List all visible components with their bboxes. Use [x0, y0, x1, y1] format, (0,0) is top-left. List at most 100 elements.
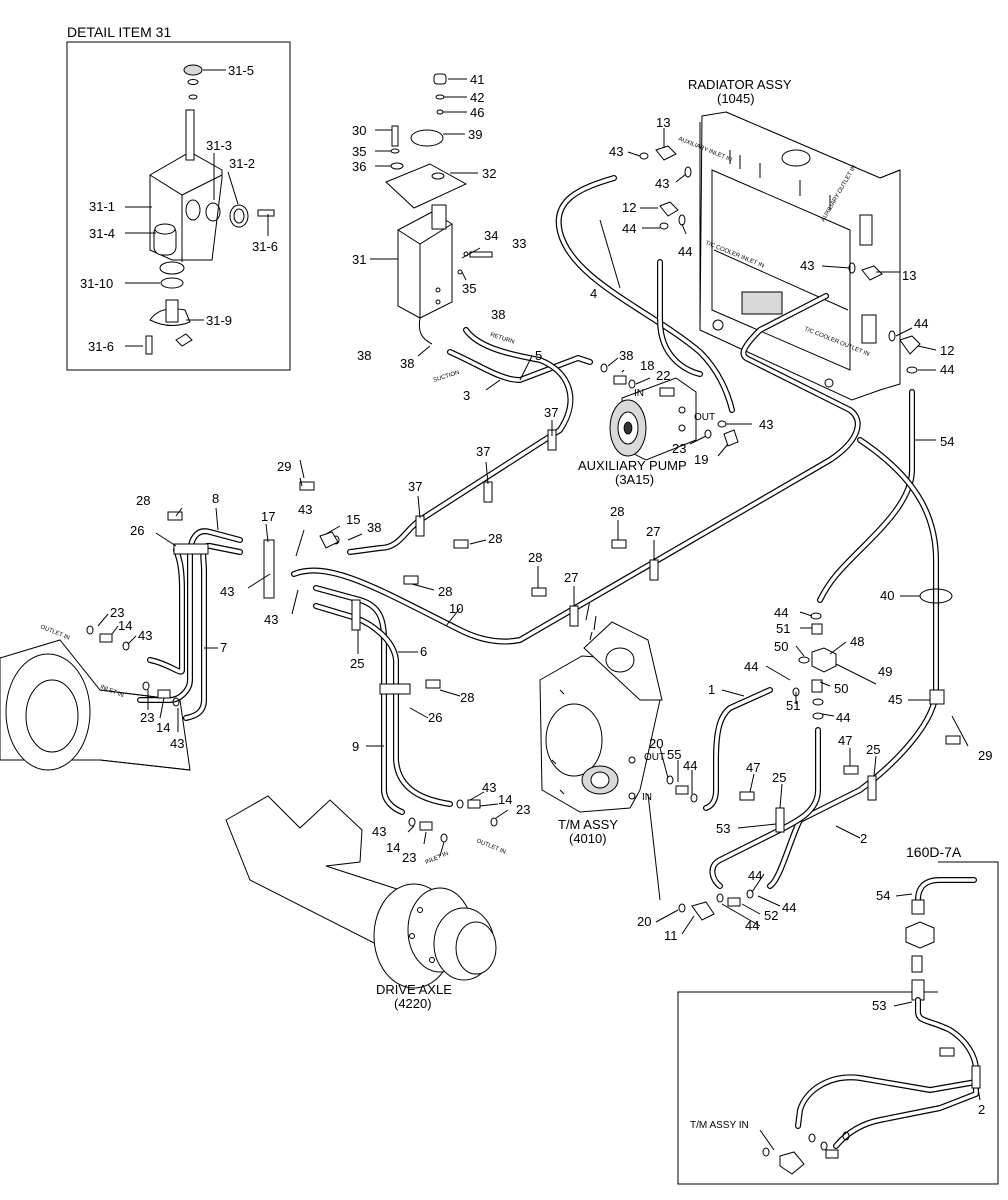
inset-callout-54: 54 [876, 888, 890, 903]
callout-19: 19 [694, 452, 708, 467]
callout-25-left: 25 [350, 656, 364, 671]
callout-40: 40 [880, 588, 894, 603]
callout-13-top: 13 [656, 115, 670, 130]
callout-14-left-low: 14 [156, 720, 170, 735]
callout-26-low: 26 [428, 710, 442, 725]
tm-out-label: OUT [644, 752, 665, 763]
callout-43-fitting: 43 [298, 502, 312, 517]
callout-44-top: 44 [622, 221, 636, 236]
callout-22: 22 [656, 368, 670, 383]
callout-15: 15 [346, 512, 360, 527]
callout-45: 45 [888, 692, 902, 707]
callout-43-top-right: 43 [655, 176, 669, 191]
callout-47-left: 47 [746, 760, 760, 775]
callout-27-top: 27 [646, 524, 660, 539]
inset-frame [677, 861, 999, 1185]
callout-49: 49 [878, 664, 892, 679]
drive-axle-code: (4220) [394, 996, 432, 1011]
callout-43-radiator: 43 [800, 258, 814, 273]
tm-code: (4010) [569, 831, 607, 846]
callout-11: 11 [664, 928, 678, 943]
label-outlet-left: OUTLET IN [39, 624, 70, 641]
drive-axle [225, 795, 497, 989]
callout-3: 3 [463, 388, 470, 403]
detail-tank-drawing [145, 64, 275, 355]
callout-38-left: 38 [400, 356, 414, 371]
callout-36: 36 [352, 159, 366, 174]
inset-title: 160D-7A [906, 844, 962, 860]
main-leader-lines [97, 128, 969, 935]
callout-32: 32 [482, 166, 496, 181]
callout-23-axle-left: 23 [402, 850, 416, 865]
auxiliary-pump [609, 377, 697, 461]
callout-50-top: 50 [774, 639, 788, 654]
callout-12-top: 12 [622, 200, 636, 215]
callout-50-right: 50 [834, 681, 848, 696]
callout-38-suction: 38 [357, 348, 371, 363]
radiator-name: RADIATOR ASSY [688, 77, 792, 92]
callout-51-low: 51 [786, 698, 800, 713]
pump-name: AUXILIARY PUMP [578, 458, 687, 473]
callout-43-pump: 43 [759, 417, 773, 432]
callout-25-right: 25 [866, 742, 880, 757]
callout-7: 7 [220, 640, 227, 655]
label-outlet-axle: OUTLET IN [475, 838, 506, 855]
detail-frame [66, 41, 291, 371]
label-inlet-axle: INLET IN [425, 851, 450, 866]
callout-43-bracket-left: 43 [220, 584, 234, 599]
callout-31-6-top: 31-6 [252, 239, 278, 254]
inset-160d-7a: 160D-7A [677, 844, 999, 1185]
label-return: RETURN [489, 332, 515, 345]
hoses-and-pipes [137, 175, 939, 889]
callout-23-left-low: 23 [140, 710, 154, 725]
callout-43-bracket-low: 43 [264, 612, 278, 627]
callout-6: 6 [420, 644, 427, 659]
callout-31-3: 31-3 [206, 138, 232, 153]
inset-tm-in-label: T/M ASSY IN [690, 1120, 749, 1131]
callout-28-right-mid: 28 [528, 550, 542, 565]
callout-51-top: 51 [776, 621, 790, 636]
callout-55: 55 [667, 747, 681, 762]
callout-10: 10 [449, 601, 463, 616]
callout-38-fitting: 38 [367, 520, 381, 535]
callout-27-low: 27 [564, 570, 578, 585]
callout-54: 54 [940, 434, 954, 449]
callout-43-top-left: 43 [609, 144, 623, 159]
callout-31: 31 [352, 252, 366, 267]
callout-26-top: 26 [130, 523, 144, 538]
callout-44-lower-a: 44 [748, 868, 762, 883]
callout-17: 17 [261, 509, 275, 524]
pump-code: (3A15) [615, 472, 654, 487]
callout-5: 5 [535, 348, 542, 363]
hydraulic-tank [385, 73, 493, 345]
cap-41 [433, 73, 447, 85]
callout-33: 33 [512, 236, 526, 251]
callout-37-low: 37 [408, 479, 422, 494]
callout-31-5: 31-5 [228, 63, 254, 78]
callout-44-lower-b: 44 [782, 900, 796, 915]
callout-2: 2 [860, 831, 867, 846]
callout-48: 48 [850, 634, 864, 649]
callout-28-left: 28 [136, 493, 150, 508]
callout-44-tm: 44 [683, 758, 697, 773]
transmission-assembly [539, 599, 663, 813]
callout-4: 4 [590, 286, 597, 301]
callout-44-mid: 44 [678, 244, 692, 259]
callout-23-left: 23 [110, 605, 124, 620]
callout-37-mid: 37 [476, 444, 490, 459]
callout-43-axle-left: 43 [372, 824, 386, 839]
callout-37-top: 37 [544, 405, 558, 420]
tm-in-label: IN [642, 792, 652, 803]
callout-34: 34 [484, 228, 498, 243]
callout-44-tee-top: 44 [774, 605, 788, 620]
callout-46: 46 [470, 105, 484, 120]
callout-43-axle-right: 43 [482, 780, 496, 795]
pump-out-label: OUT [694, 412, 715, 423]
radiator-assembly: AUXILIARY INLET IN T/C COOLER INLET IN A… [677, 111, 901, 401]
callout-29-right: 29 [978, 748, 992, 763]
callout-28-low: 28 [460, 690, 474, 705]
callout-30: 30 [352, 123, 366, 138]
callout-23-pump: 23 [672, 441, 686, 456]
callout-14-left: 14 [118, 618, 132, 633]
